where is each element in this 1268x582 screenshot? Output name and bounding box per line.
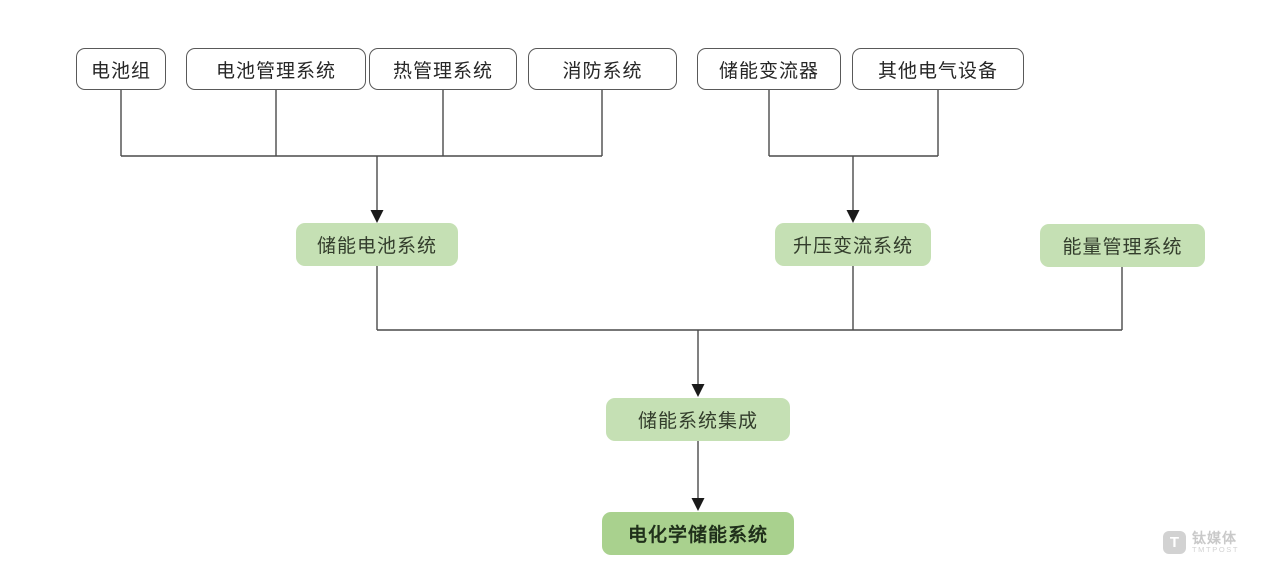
tmtpost-watermark-text: 钛媒体 TMTPOST: [1192, 531, 1239, 554]
node-electrochemical-storage-system: 电化学储能系统: [602, 512, 794, 555]
node-boost-converter-system: 升压变流系统: [775, 223, 931, 266]
tmtpost-watermark: T 钛媒体 TMTPOST: [1163, 531, 1239, 554]
node-storage-battery-system: 储能电池系统: [296, 223, 458, 266]
watermark-brand-cn: 钛媒体: [1192, 530, 1237, 547]
tmtpost-logo-icon: T: [1163, 531, 1186, 554]
node-battery-management-system: 电池管理系统: [186, 48, 366, 90]
connector-mid-group: [376, 266, 1123, 397]
watermark-brand-en: TMTPOST: [1192, 544, 1240, 554]
connector-root-arrow: [691, 441, 705, 511]
connector-right-group: [768, 90, 939, 223]
node-thermal-management-system: 热管理系统: [369, 48, 517, 90]
node-battery-pack: 电池组: [76, 48, 166, 90]
node-system-integration: 储能系统集成: [606, 398, 790, 441]
node-other-electrical-equipment: 其他电气设备: [852, 48, 1024, 90]
node-storage-converter: 储能变流器: [697, 48, 841, 90]
node-energy-management-system: 能量管理系统: [1040, 224, 1205, 267]
node-fire-protection-system: 消防系统: [528, 48, 677, 90]
connector-left-group: [120, 90, 603, 223]
